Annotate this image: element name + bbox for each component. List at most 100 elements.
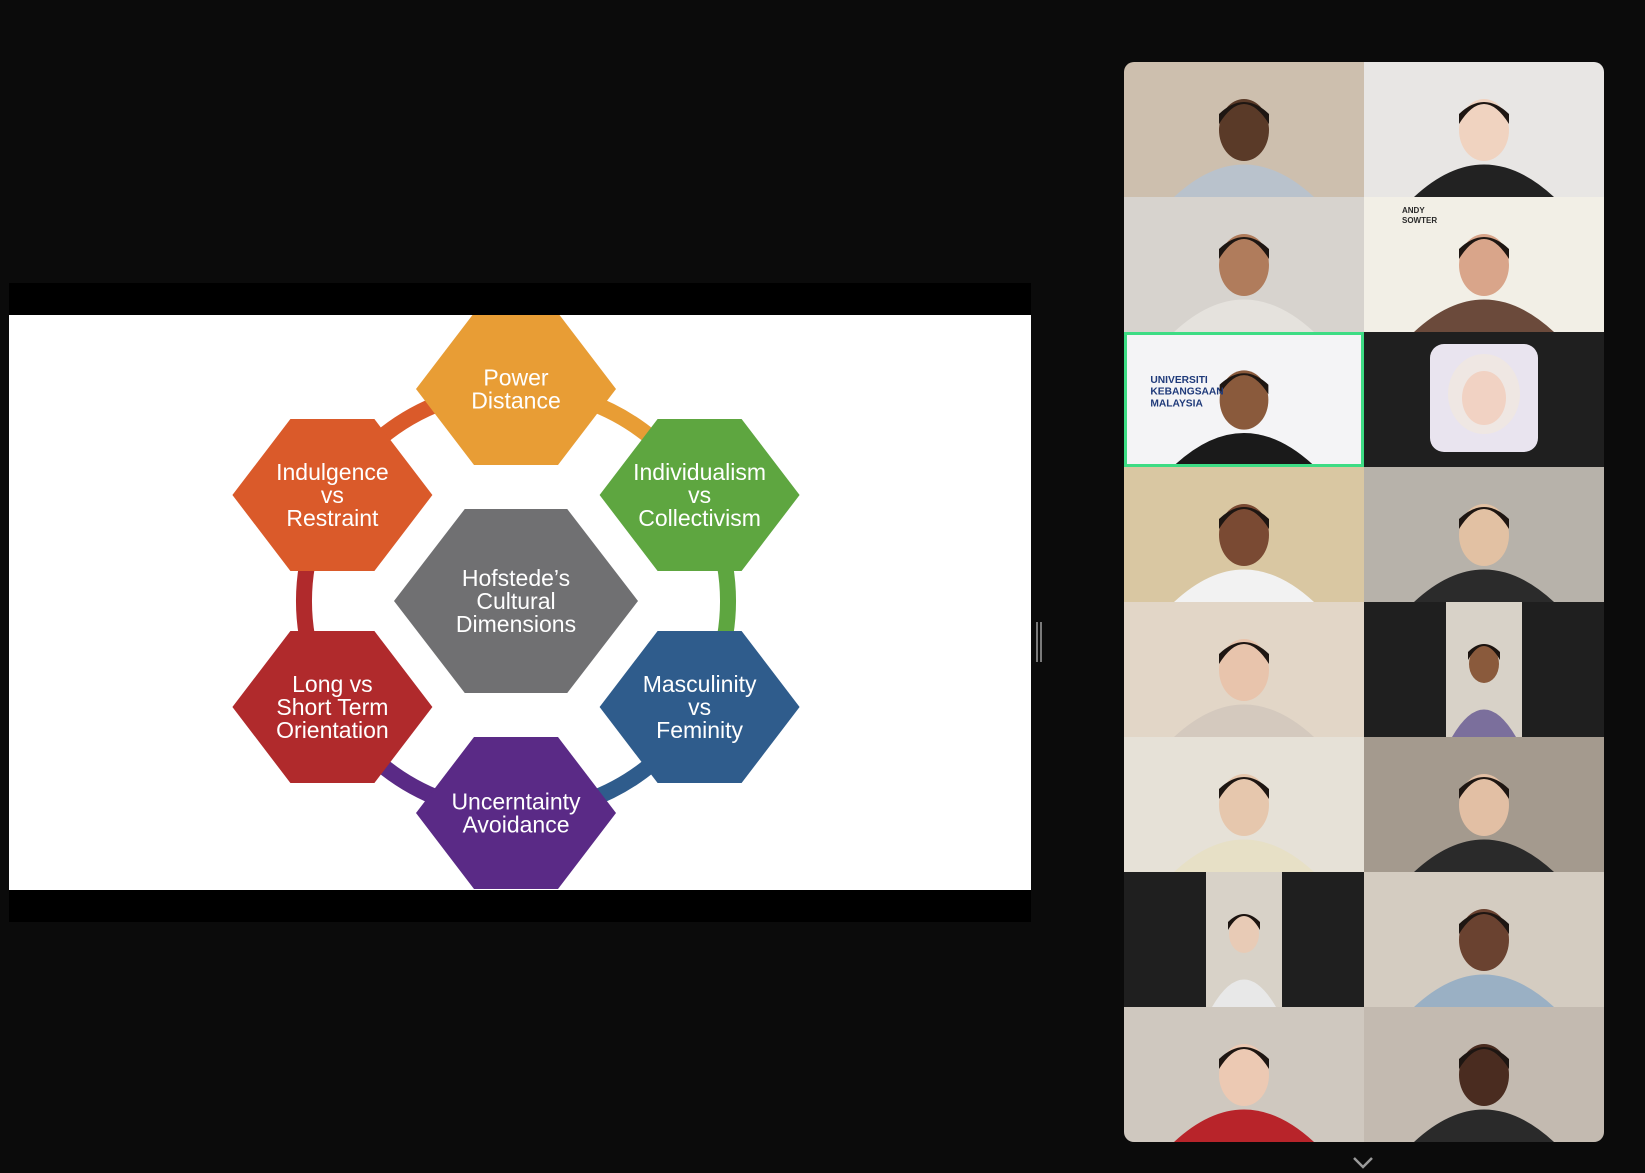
torso <box>1175 432 1313 464</box>
participant-video <box>1414 504 1554 602</box>
face <box>1459 1044 1509 1106</box>
torso <box>1414 1109 1554 1142</box>
face <box>1459 774 1509 836</box>
participant-video-tile[interactable] <box>1124 197 1364 332</box>
hexagon-shape <box>232 631 433 783</box>
participant-video-tile[interactable] <box>1124 1007 1364 1142</box>
hexagon-label: Dimensions <box>456 611 576 637</box>
background-overlay-text: ANDY <box>1402 206 1425 215</box>
participant-video <box>1174 99 1314 197</box>
face <box>1219 774 1269 836</box>
participant-video-tile[interactable] <box>1364 1007 1604 1142</box>
hexagon-label: Individualism <box>633 459 766 485</box>
participant-video <box>1174 639 1314 737</box>
torso <box>1174 1109 1314 1142</box>
hair <box>1459 912 1509 934</box>
face <box>1459 504 1509 566</box>
face <box>1469 645 1499 683</box>
hexagon-label: vs <box>688 482 711 508</box>
participant-video-tile[interactable] <box>1364 872 1604 1007</box>
hair <box>1219 777 1269 799</box>
hair <box>1219 642 1269 664</box>
connector-arc <box>296 562 316 640</box>
hexagon-label: Uncerntainty <box>451 789 581 815</box>
background-overlay-text: MALAYSIA <box>1150 399 1203 410</box>
torso <box>1452 709 1516 737</box>
hexagon-label: Short Term <box>276 694 388 720</box>
participant-video-tile[interactable] <box>1124 467 1364 602</box>
participant-video-tile[interactable] <box>1364 332 1604 467</box>
face <box>1459 99 1509 161</box>
hexagon-label: Collectivism <box>638 505 761 531</box>
participant-video <box>1206 872 1282 1007</box>
participant-video-tile[interactable] <box>1364 467 1604 602</box>
participant-video <box>1414 99 1554 197</box>
hair <box>1459 507 1509 529</box>
participant-video-tile[interactable] <box>1364 737 1604 872</box>
hair <box>1468 644 1500 660</box>
participant-video <box>1414 909 1554 1007</box>
participant-video-tile[interactable] <box>1364 602 1604 737</box>
participant-video <box>1430 344 1538 452</box>
torso <box>1414 974 1554 1007</box>
hexagon-label: Power <box>483 365 549 391</box>
face <box>1219 99 1269 161</box>
participant-video <box>1174 774 1314 872</box>
hexagon-shape <box>416 737 616 889</box>
hair <box>1459 1047 1509 1069</box>
torso <box>1212 979 1276 1007</box>
torso <box>1414 164 1554 197</box>
face <box>1229 915 1259 953</box>
face <box>1219 639 1269 701</box>
layout-splitter-handle[interactable] <box>1036 622 1042 662</box>
participant-video-tile[interactable] <box>1124 62 1364 197</box>
face <box>1219 1044 1269 1106</box>
face <box>1459 909 1509 971</box>
hexagon-label: Distance <box>471 388 560 414</box>
participant-video-tile[interactable] <box>1364 62 1604 197</box>
hair <box>1219 507 1269 529</box>
hexagon-label: Avoidance <box>463 812 570 838</box>
face <box>1219 234 1269 296</box>
hair <box>1219 237 1269 259</box>
hofstede-diagram: PowerDistanceIndividualismvsCollectivism… <box>232 315 800 889</box>
participant-video-tile[interactable] <box>1124 737 1364 872</box>
background-overlay-text: UNIVERSITI <box>1150 375 1208 386</box>
participant-video <box>1414 774 1554 872</box>
hair <box>1459 102 1509 124</box>
hexagon-shape <box>394 509 638 693</box>
background-overlay-text: SOWTER <box>1402 216 1437 225</box>
participant-video <box>1174 1044 1314 1142</box>
participant-video-tile[interactable] <box>1124 602 1364 737</box>
participant-video-tile[interactable] <box>1124 872 1364 1007</box>
background-overlay-text: KEBANGSAAN <box>1150 387 1223 398</box>
hexagon-label: Feminity <box>656 717 743 743</box>
hair <box>1228 914 1260 930</box>
hexagon-label: Masculinity <box>643 671 757 697</box>
chevron-down-icon[interactable] <box>1352 1156 1374 1170</box>
hexagon-shape <box>232 419 433 571</box>
hexagon-label: Indulgence <box>276 459 389 485</box>
connector-arc <box>716 562 736 640</box>
torso <box>1174 299 1314 332</box>
hexagon-label: vs <box>688 694 711 720</box>
torso <box>1174 839 1314 872</box>
hair <box>1219 1047 1269 1069</box>
torso <box>1414 569 1554 602</box>
torso <box>1414 299 1554 332</box>
hair <box>1219 373 1269 395</box>
participant-video <box>1174 234 1314 332</box>
face <box>1219 504 1269 566</box>
hexagon-shape <box>416 315 616 465</box>
hexagon-label: Restraint <box>286 505 379 531</box>
